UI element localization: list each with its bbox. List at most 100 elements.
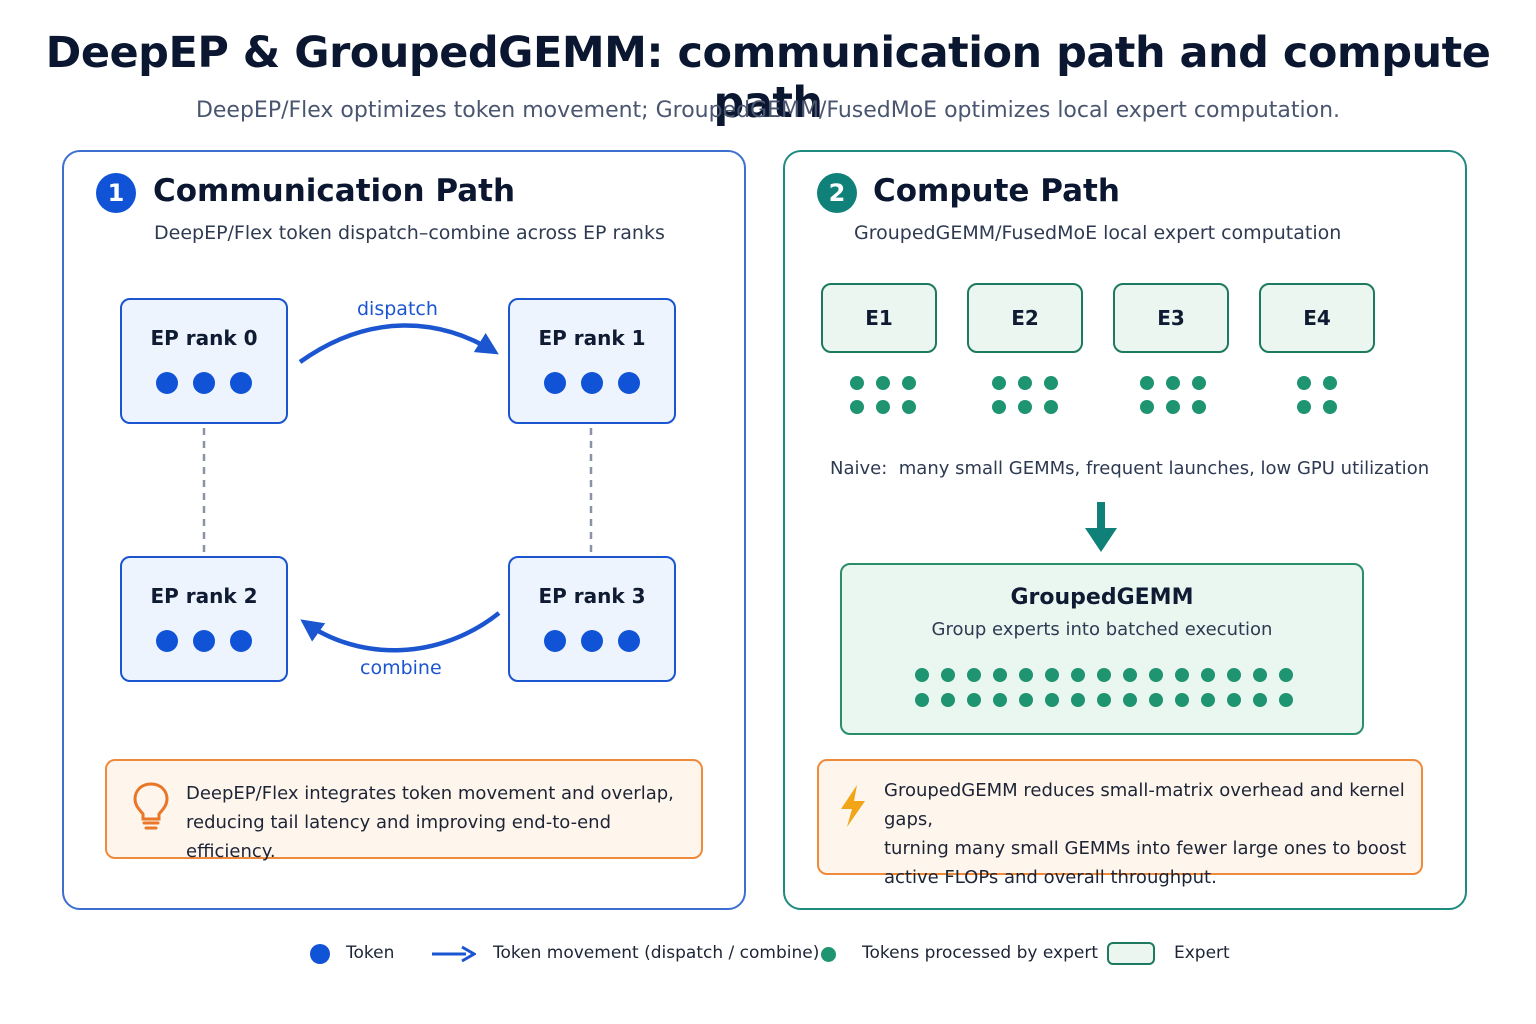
- grouped-token-dot: [967, 668, 981, 682]
- naive-label: Naive:: [830, 458, 888, 479]
- communication-number-badge: 1: [96, 173, 136, 213]
- note-line: GroupedGEMM reduces small-matrix overhea…: [884, 780, 1405, 830]
- grouped-token-dot: [1123, 693, 1137, 707]
- legend-processed-dot: [821, 947, 836, 962]
- token-group: [510, 630, 674, 652]
- grouped-token-dot: [1149, 693, 1163, 707]
- naive-text: many small GEMMs, frequent launches, low…: [898, 458, 1430, 479]
- expert-token-dot: [1044, 400, 1058, 414]
- expert-token-dot: [876, 376, 890, 390]
- ep-rank-label: EP rank 3: [538, 584, 646, 608]
- grouped-token-dot: [1175, 693, 1189, 707]
- combine-arrow: [300, 611, 501, 653]
- lightbulb-icon: [133, 782, 169, 830]
- grouped-token-dot: [993, 693, 1007, 707]
- grouped-token-dot: [967, 693, 981, 707]
- communication-note: DeepEP/Flex integrates token movement an…: [105, 759, 703, 862]
- grouped-token-grid: [915, 668, 1293, 707]
- token-dot: [544, 630, 566, 652]
- naive-description: Naive: many small GEMMs, frequent launch…: [830, 458, 1429, 479]
- token-group: [122, 372, 286, 394]
- token-group: [510, 372, 674, 394]
- token-dot: [156, 372, 178, 394]
- grouped-token-dot: [1227, 668, 1241, 682]
- grouped-token-dot: [1253, 693, 1267, 707]
- expert-token-dot: [992, 376, 1006, 390]
- grouped-token-dot: [1097, 668, 1111, 682]
- grouped-token-dot: [1071, 693, 1085, 707]
- token-dot: [193, 630, 215, 652]
- grouped-token-dot: [1279, 693, 1293, 707]
- legend-token-dot: [310, 944, 330, 964]
- note-line: active FLOPs and overall throughput.: [884, 867, 1217, 888]
- expert-token-dot: [876, 400, 890, 414]
- expert-e3-tokens: [1140, 376, 1206, 414]
- expert-token-dot: [1166, 376, 1180, 390]
- expert-token-dot: [1140, 376, 1154, 390]
- token-dot: [193, 372, 215, 394]
- dispatch-label: dispatch: [357, 298, 438, 320]
- token-dot: [156, 630, 178, 652]
- ep-rank-1: EP rank 1: [508, 298, 676, 424]
- ep-rank-2: EP rank 2: [120, 556, 288, 682]
- grouped-token-dot: [1175, 668, 1189, 682]
- token-dot: [581, 372, 603, 394]
- expert-e1-tokens: [850, 376, 916, 414]
- expert-token-dot: [1018, 400, 1032, 414]
- token-dot: [230, 630, 252, 652]
- expert-e2-tokens: [992, 376, 1058, 414]
- compute-subtitle: GroupedGEMM/FusedMoE local expert comput…: [854, 222, 1342, 244]
- grouped-token-dot: [1201, 668, 1215, 682]
- expert-token-dot: [902, 400, 916, 414]
- legend-expert-label: Expert: [1174, 943, 1230, 963]
- expert-token-dot: [1192, 376, 1206, 390]
- grouped-token-dot: [1045, 668, 1059, 682]
- grouped-token-dot: [941, 668, 955, 682]
- expert-e4-tokens: [1297, 376, 1337, 414]
- ep-rank-3: EP rank 3: [508, 556, 676, 682]
- lightning-icon: [841, 785, 865, 827]
- expert-e4: E4: [1259, 283, 1375, 353]
- grouped-token-dot: [1123, 668, 1137, 682]
- grouped-token-dot: [1201, 693, 1215, 707]
- ep-rank-0: EP rank 0: [120, 298, 288, 424]
- expert-token-dot: [850, 376, 864, 390]
- note-line: turning many small GEMMs into fewer larg…: [884, 838, 1407, 859]
- dispatch-arrow: [298, 323, 499, 364]
- expert-token-dot: [1140, 400, 1154, 414]
- expert-token-dot: [1192, 400, 1206, 414]
- expert-token-dot: [1297, 400, 1311, 414]
- expert-token-dot: [1323, 400, 1337, 414]
- legend-movement-label: Token movement (dispatch / combine): [493, 943, 820, 963]
- expert-e3: E3: [1113, 283, 1229, 353]
- token-dot: [618, 630, 640, 652]
- compute-title: Compute Path: [873, 173, 1120, 209]
- grouped-token-dot: [993, 668, 1007, 682]
- ep-rank-label: EP rank 0: [150, 326, 258, 350]
- grouped-token-dot: [1071, 668, 1085, 682]
- legend-expert-box: [1107, 942, 1155, 965]
- grouped-token-dot: [915, 668, 929, 682]
- expert-token-dot: [1018, 376, 1032, 390]
- legend-processed-label: Tokens processed by expert: [862, 943, 1098, 963]
- expert-token-dot: [1166, 400, 1180, 414]
- legend-token-label: Token: [346, 943, 395, 963]
- page-title: DeepEP & GroupedGEMM: communication path…: [45, 28, 1491, 128]
- expert-token-dot: [992, 400, 1006, 414]
- compute-note: GroupedGEMM reduces small-matrix overhea…: [817, 759, 1423, 888]
- note-line: DeepEP/Flex integrates token movement an…: [186, 783, 674, 804]
- grouped-token-dot: [1019, 668, 1033, 682]
- grouped-token-dot: [1227, 693, 1241, 707]
- grouped-gemm-title: GroupedGEMM: [1010, 585, 1194, 610]
- communication-subtitle: DeepEP/Flex token dispatch–combine acros…: [154, 222, 665, 244]
- token-dot: [544, 372, 566, 394]
- grouped-gemm-box: GroupedGEMM Group experts into batched e…: [840, 563, 1364, 735]
- grouped-token-dot: [915, 693, 929, 707]
- communication-title: Communication Path: [153, 173, 516, 209]
- page-subtitle: DeepEP/Flex optimizes token movement; Gr…: [195, 98, 1341, 123]
- grouped-token-dot: [1097, 693, 1111, 707]
- grouped-token-dot: [1253, 668, 1267, 682]
- compute-number-badge: 2: [817, 173, 857, 213]
- token-group: [122, 630, 286, 652]
